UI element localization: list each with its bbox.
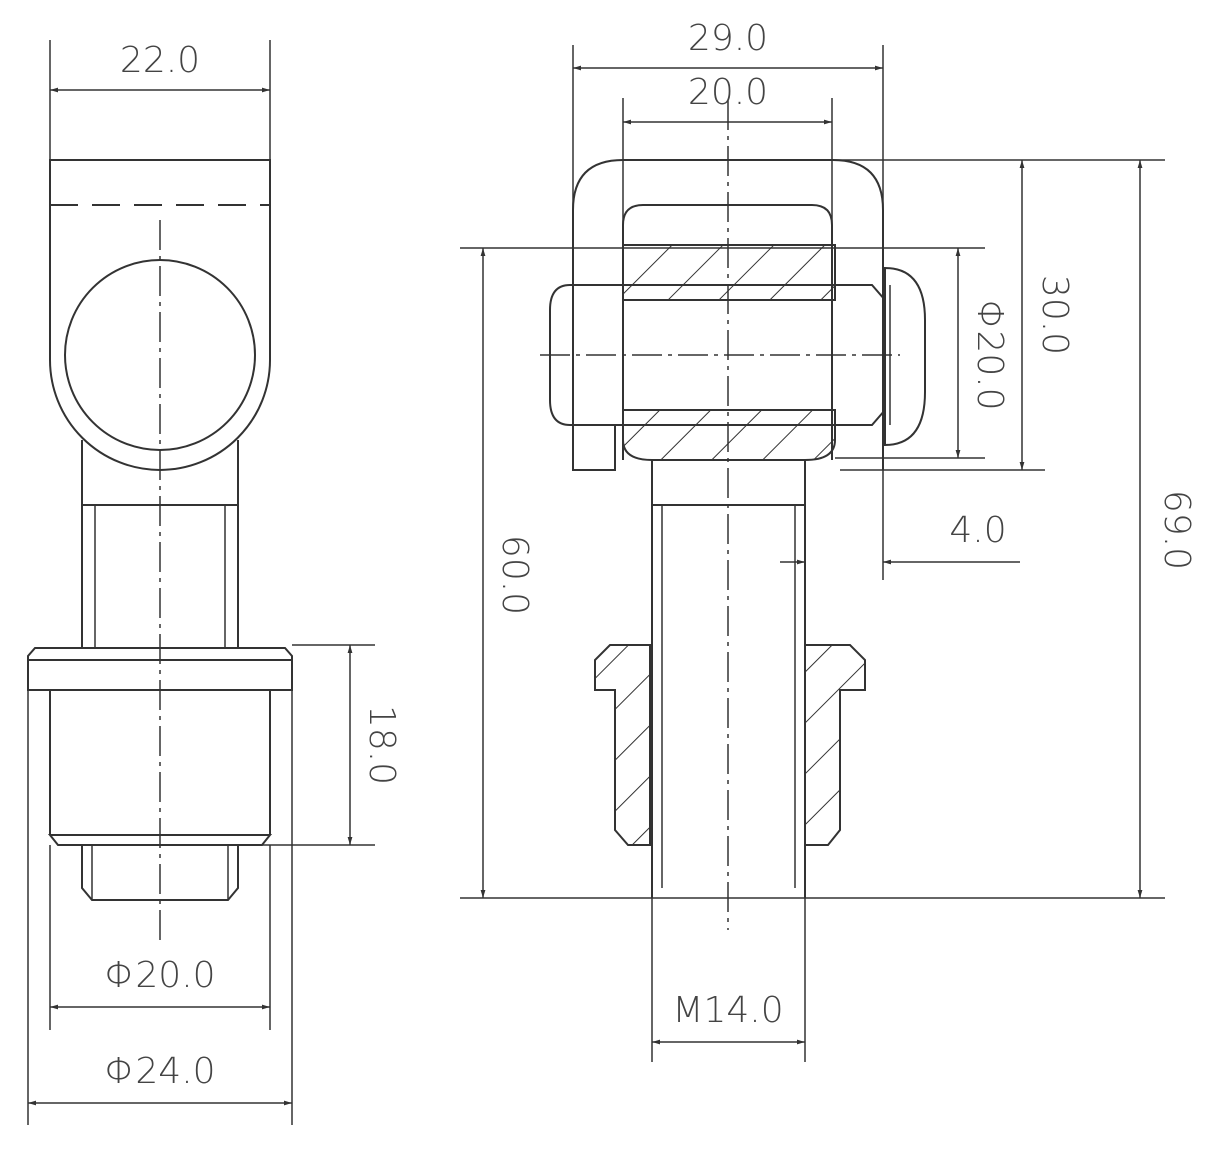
- dimension-label: Φ20.0: [969, 299, 1010, 410]
- dimension-label: 4.0: [949, 510, 1006, 551]
- dimension-pin-diameter: Φ20.0: [835, 248, 1010, 459]
- right-view: 29.0 20.0 60.0 30.0 Φ20.0: [460, 18, 1197, 1062]
- dimension-diameter-24: Φ24.0: [27, 690, 293, 1125]
- dimension-label: 29.0: [688, 18, 768, 59]
- dimension-18: 18.0: [262, 644, 402, 846]
- dimension-label: 30.0: [1034, 275, 1075, 355]
- dimension-label: 22.0: [120, 40, 200, 81]
- dimension-m14: M14.0: [651, 898, 806, 1062]
- dimension-label: 60.0: [494, 535, 535, 615]
- dimension-label: 18.0: [361, 705, 402, 785]
- left-view: 22.0 18.0 Φ20.0 Φ24.0: [27, 40, 402, 1125]
- dimension-60: 60.0: [460, 247, 985, 898]
- dimension-label: M14.0: [672, 990, 783, 1031]
- dimension-22: 22.0: [49, 40, 271, 160]
- dimension-diameter-20: Φ20.0: [49, 845, 271, 1030]
- dimension-label: Φ20.0: [104, 955, 215, 996]
- dimension-69: 69.0: [460, 160, 1197, 899]
- dimension-label: 69.0: [1156, 490, 1197, 570]
- dimension-4: 4.0: [780, 470, 1020, 580]
- dimension-label: Φ24.0: [104, 1051, 215, 1092]
- dimension-30: 30.0: [830, 159, 1165, 471]
- dimension-20: 20.0: [622, 72, 833, 225]
- dimension-29: 29.0: [572, 18, 884, 210]
- dimension-label: 20.0: [688, 72, 768, 113]
